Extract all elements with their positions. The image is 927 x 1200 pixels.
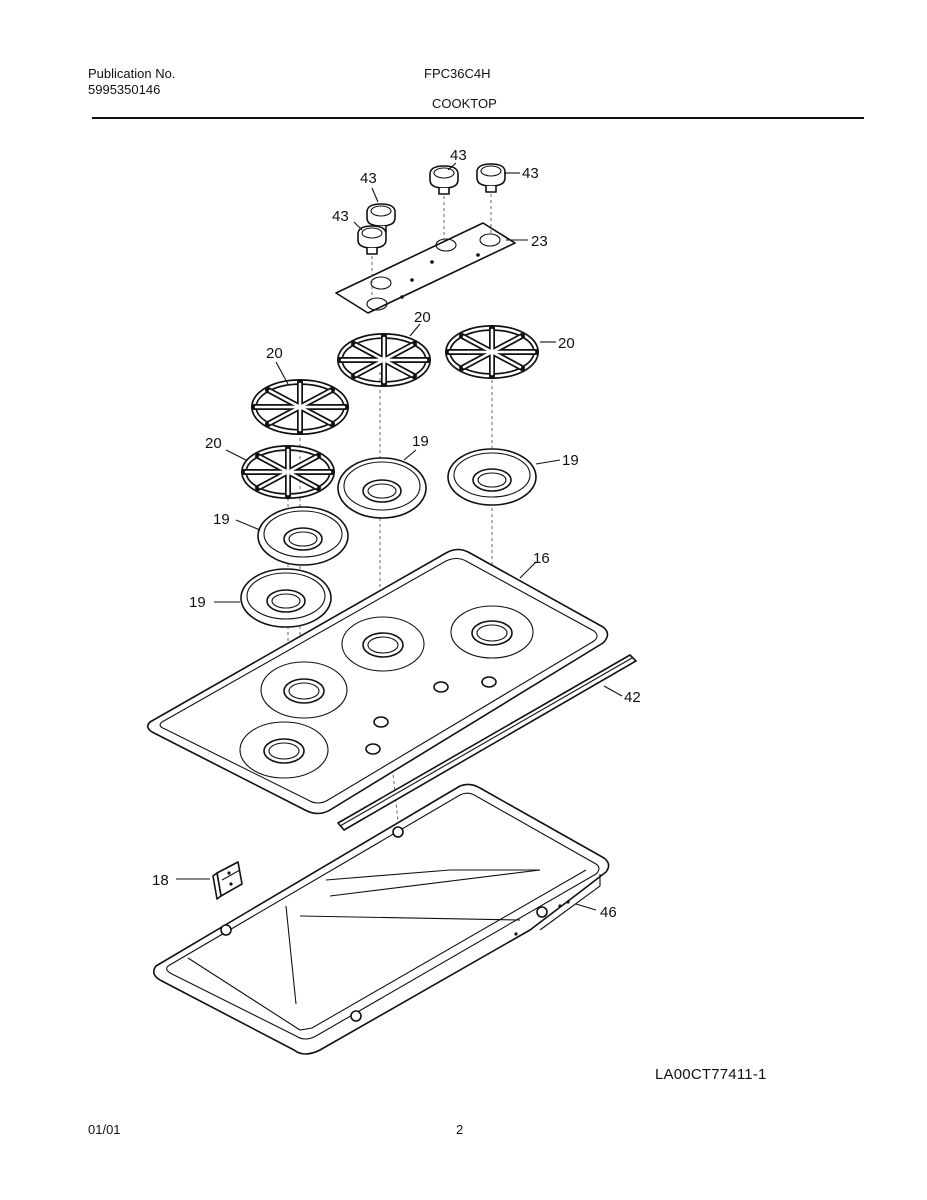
burner-bowl-right-rear: [447, 448, 537, 506]
page-number: 2: [456, 1122, 464, 1137]
leader-lines: [176, 162, 623, 911]
callout-bowl-left-front: 19: [189, 594, 206, 611]
control-knob-4: [476, 163, 506, 193]
callout-control-panel: 23: [531, 233, 548, 250]
callout-knob-d: 43: [522, 165, 539, 182]
revision-date: 01/01: [88, 1122, 121, 1137]
callout-front-trim: 42: [624, 689, 641, 706]
callout-knob-b: 43: [332, 208, 349, 225]
front-trim: [337, 654, 637, 831]
burner-bowl-right-middle: [337, 457, 427, 519]
burner-grate-right-middle: [337, 333, 431, 387]
burner-grate-left-front: [241, 445, 335, 499]
main-top: [146, 548, 609, 815]
callout-grate-left-rear: 20: [266, 345, 283, 362]
callout-bowl-right-rear: 19: [562, 452, 579, 469]
burner-bowl-left-front: [240, 568, 332, 628]
callout-knob-c: 43: [450, 147, 467, 164]
model-number: FPC36C4H: [424, 66, 491, 81]
callout-grate-left-front: 20: [205, 435, 222, 452]
section-title: COOKTOP: [432, 96, 497, 111]
header-rule: [92, 117, 864, 119]
callout-bowl-right-middle: 19: [412, 433, 429, 450]
callout-bowl-left-rear: 19: [213, 511, 230, 528]
control-panel: [335, 222, 516, 314]
burner-bowl-left-rear: [257, 506, 349, 566]
drawing-id: LA00CT77411-1: [655, 1066, 767, 1083]
control-knob-2: [357, 225, 387, 255]
mounting-bracket: [212, 861, 243, 900]
callout-knob-a: 43: [360, 170, 377, 187]
publication-number: 5995350146: [88, 82, 161, 97]
callout-main-top: 16: [533, 550, 550, 567]
callout-bracket: 18: [152, 872, 169, 889]
burner-box-pan: [152, 783, 610, 1055]
control-knob-3: [429, 165, 459, 195]
burner-grate-right-rear: [445, 325, 539, 379]
callout-burner-pan: 46: [600, 904, 617, 921]
callout-grate-right-rear: 20: [558, 335, 575, 352]
burner-grate-left-rear: [251, 379, 349, 435]
publication-label: Publication No.: [88, 66, 176, 81]
callout-grate-right-middle: 20: [414, 309, 431, 326]
